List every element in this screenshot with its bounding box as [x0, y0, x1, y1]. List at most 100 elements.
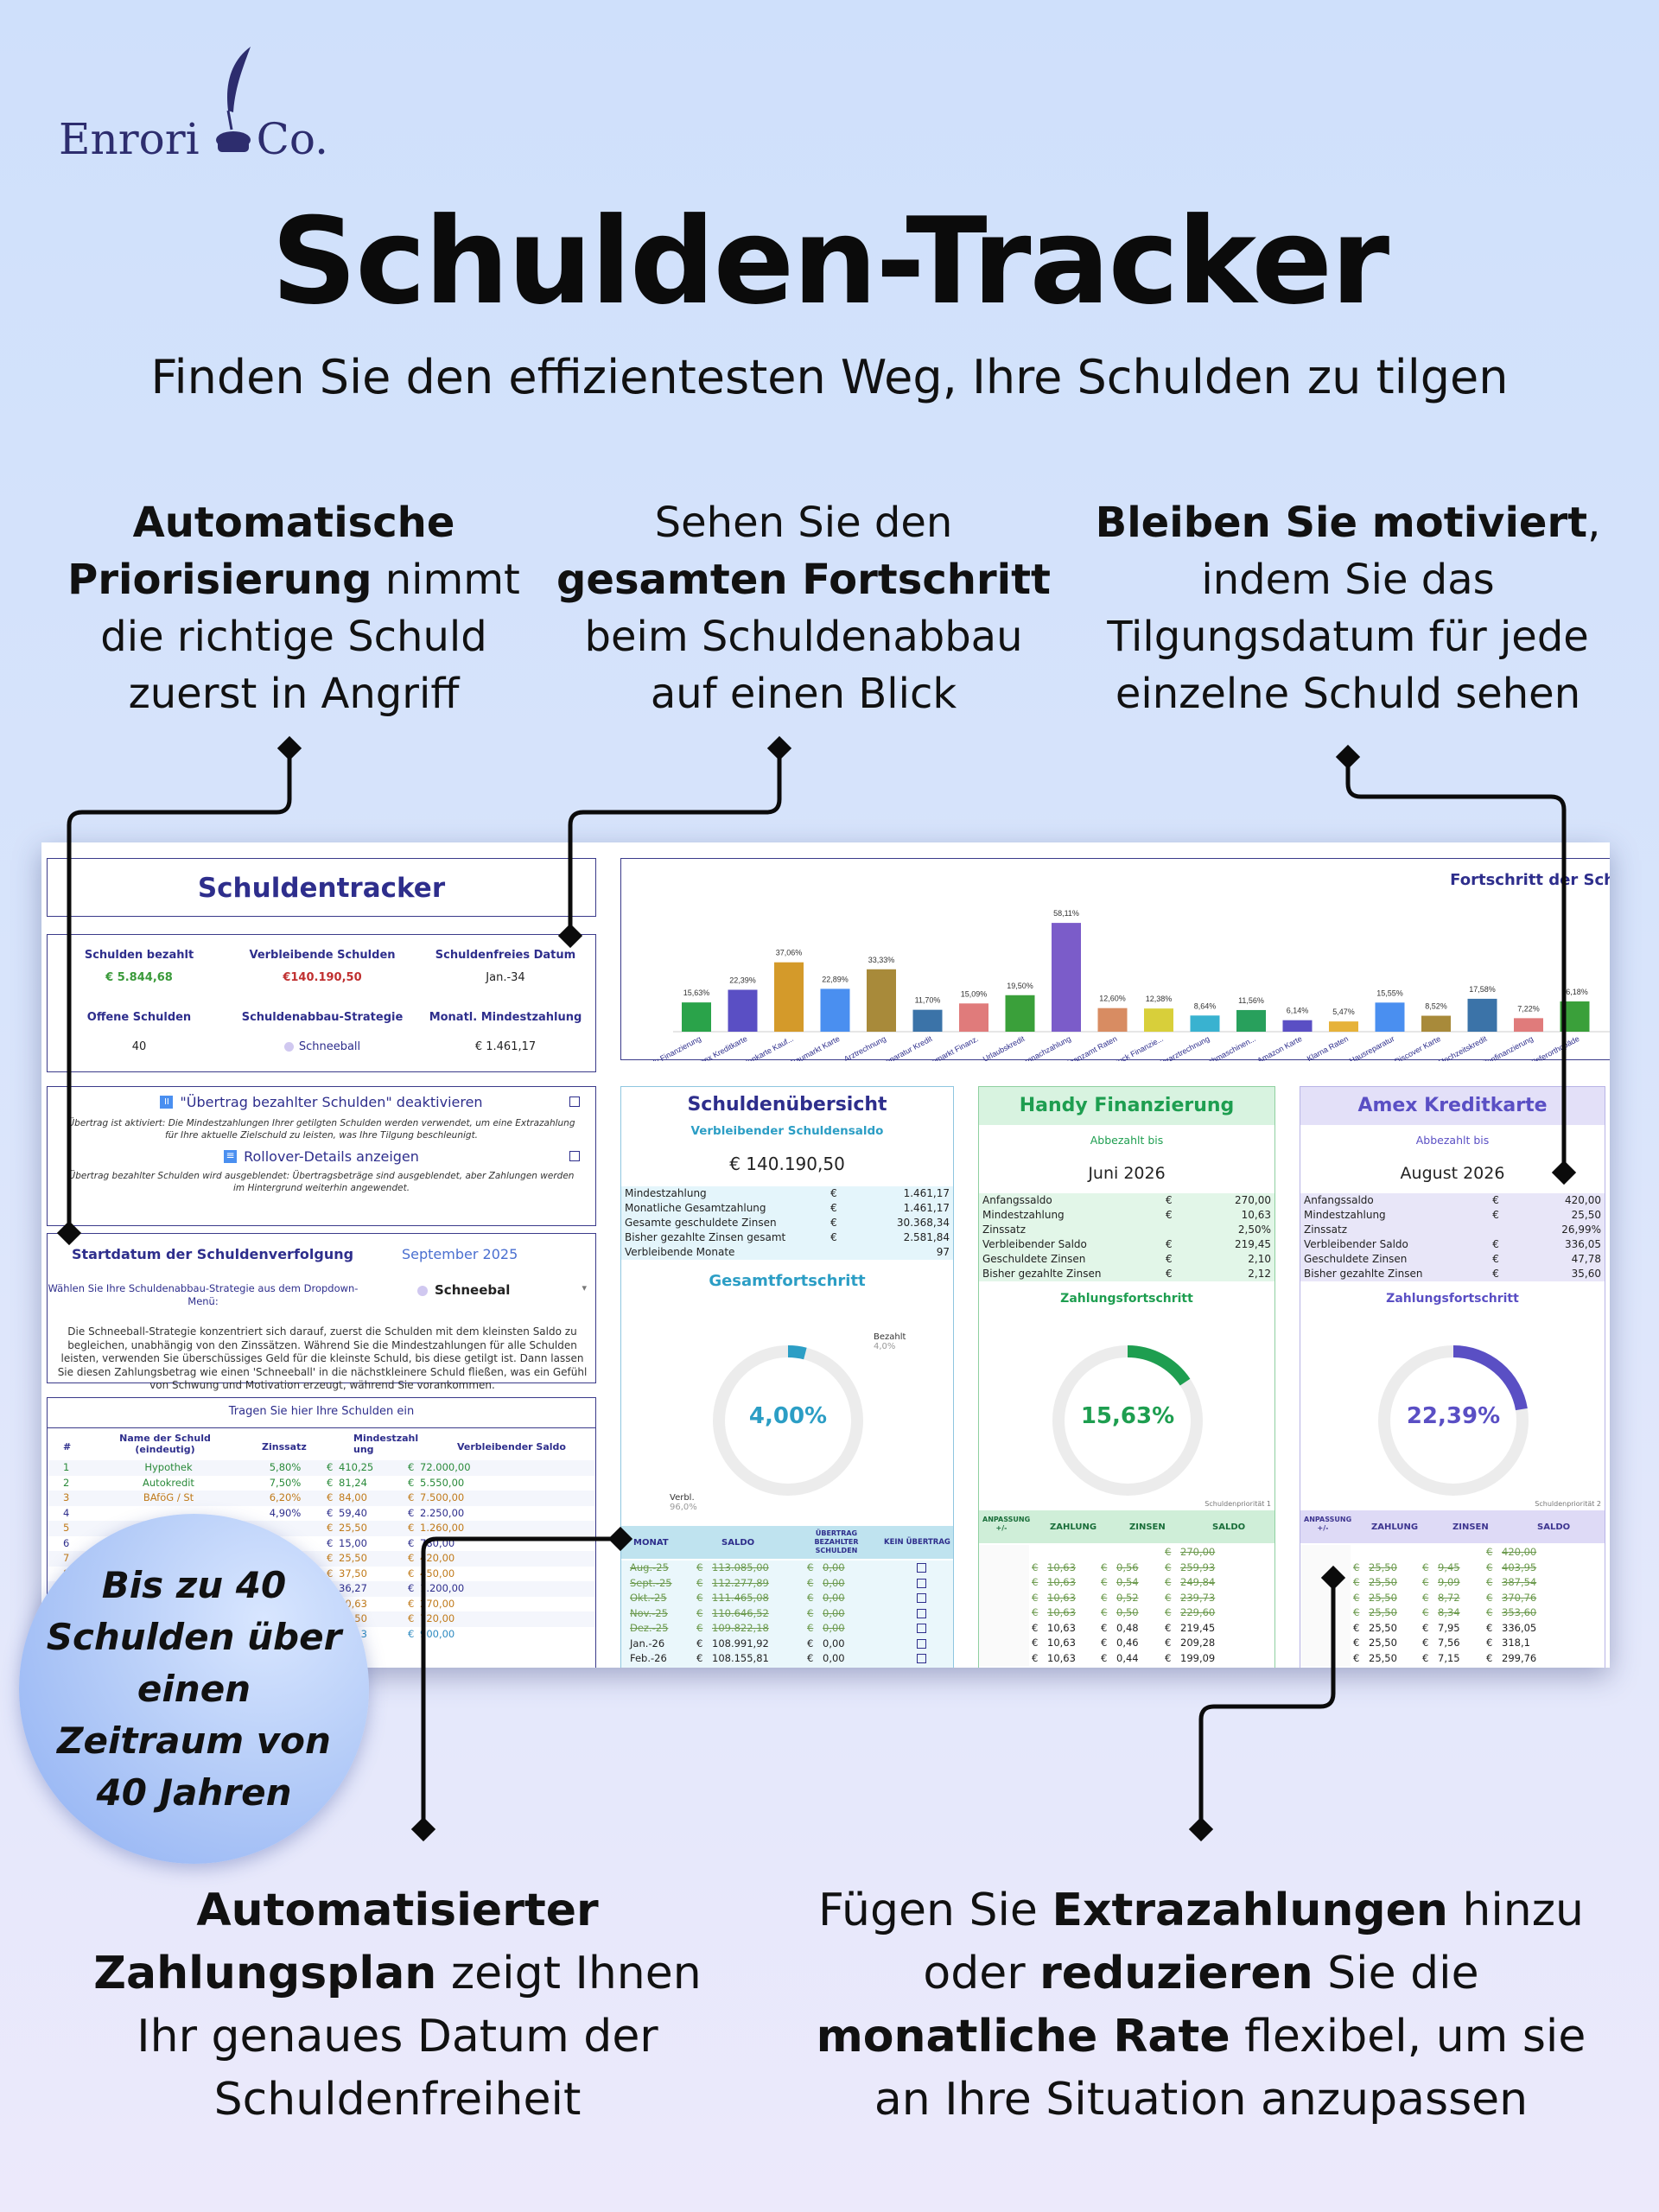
rollover-toggle-label: "Übertrag bezahlter Schulden" deaktivier… [180, 1094, 483, 1110]
schedule-cell [979, 1650, 1029, 1666]
schedule-cell: 25,50 [1369, 1606, 1397, 1618]
schedule-cell: 25,50 [1369, 1591, 1397, 1604]
schedule-cell: € [1353, 1621, 1360, 1634]
rollover-toggle-row[interactable]: II "Übertrag bezahlter Schulden" deaktiv… [63, 1094, 580, 1110]
start-label: Startdatum der Schuldenverfolgung [72, 1246, 354, 1262]
no-rollover-checkbox[interactable] [916, 1654, 926, 1663]
no-rollover-checkbox[interactable] [916, 1563, 926, 1573]
chart-bar [728, 989, 758, 1032]
stat-cell [1162, 1223, 1185, 1237]
rollover-checkbox[interactable] [569, 1096, 580, 1107]
schedule-cell: 113.085,00 [712, 1561, 769, 1573]
chart-bar [867, 969, 896, 1032]
overview-progress-value: 4,00% [748, 1403, 828, 1429]
chart-bar [1005, 995, 1035, 1032]
chart-data-label: 33,33% [868, 956, 895, 964]
schedule-cell: 249,84 [1180, 1576, 1216, 1588]
schedule-cell: € [1486, 1637, 1493, 1649]
debt-cell: 3 [63, 1491, 70, 1503]
overview-panel: Schuldenübersicht Verbleibender Schulden… [620, 1086, 954, 1668]
start-date-value[interactable]: September 2025 [402, 1246, 518, 1262]
progress-bar-chart: 15,63%22,39%37,06%22,89%33,33%11,70%15,0… [637, 909, 1610, 1061]
strategy-dropdown[interactable]: Schneebal▾ [417, 1282, 590, 1298]
debt-cell: 6 [63, 1536, 70, 1549]
stat-cell: 1.461,17 [903, 1187, 950, 1199]
paid-value: € 5.844,68 [105, 971, 173, 984]
schedule-cell: 270,00 [1180, 1546, 1216, 1558]
schedule-cell: 259,93 [1180, 1560, 1216, 1573]
schedule-cell: € [1353, 1637, 1360, 1649]
schedule-cell: Jan.-26 [630, 1637, 665, 1649]
schedule-cell: Aug.-25 [630, 1561, 669, 1573]
no-rollover-checkbox[interactable] [916, 1608, 926, 1618]
schedule-cell: 108.155,81 [712, 1652, 769, 1664]
no-rollover-checkbox[interactable] [916, 1638, 926, 1649]
stat-cell: 2,12 [1248, 1268, 1271, 1280]
chart-category-label: Kieferorthopäde [1528, 1034, 1580, 1061]
chart-bar [1052, 923, 1081, 1032]
schedule-cell: 8,72 [1438, 1591, 1460, 1604]
card2-title: Amex Kreditkarte [1300, 1087, 1605, 1125]
schedule-cell [1300, 1560, 1351, 1575]
stat-cell: 420,00 [1565, 1194, 1601, 1206]
card1-schedule-header: ANPASSUNG +/- ZAHLUNG ZINSEN SALDO [979, 1510, 1274, 1543]
schedule-cell [1420, 1545, 1435, 1560]
debt-cell: 780,00 [420, 1536, 455, 1549]
chart-bar [1097, 1007, 1128, 1032]
chart-category-label: Hausreparatur [1348, 1034, 1395, 1061]
overview-balance-value: € 140.190,50 [729, 1154, 845, 1174]
schedule-cell: € [696, 1561, 703, 1573]
stat-cell: Geschuldete Zinsen [1304, 1253, 1408, 1265]
schedule-cell [889, 1651, 953, 1667]
no-rollover-checkbox[interactable] [916, 1578, 926, 1588]
schedule-cell [889, 1621, 953, 1637]
donut-progress-arc [1378, 1345, 1529, 1496]
schedule-cell: 336,05 [1502, 1621, 1537, 1634]
donut-progress-arc [713, 1345, 863, 1496]
stat-cell: Bisher gezahlte Zinsen gesamt [625, 1231, 786, 1243]
schedule-cell: € [696, 1576, 703, 1589]
stat-row: Mindestzahlung€1.461,17 [621, 1186, 953, 1201]
chart-bar [682, 1002, 711, 1032]
remaining-value: €140.190,50 [283, 971, 362, 984]
schedule-cell [1300, 1620, 1351, 1636]
schedule-cell: € [1486, 1576, 1493, 1588]
stat-cell: Mindestzahlung [1304, 1209, 1386, 1221]
chart-bar [774, 962, 804, 1032]
no-rollover-checkbox[interactable] [916, 1624, 926, 1633]
stat-cell: 35,60 [1571, 1268, 1601, 1280]
details-checkbox[interactable] [569, 1151, 580, 1161]
schedule-cell: 25,50 [1369, 1621, 1397, 1634]
debt-cell: 37,50 [339, 1567, 367, 1580]
stat-cell: 26,99% [1561, 1224, 1601, 1236]
stat-cell: 336,05 [1565, 1238, 1601, 1250]
free-date-value: Jan.-34 [486, 971, 525, 984]
card1-progress-value: 15,63% [1080, 1403, 1175, 1429]
chart-data-label: 19,50% [1007, 982, 1033, 990]
schedule-cell [1300, 1545, 1351, 1560]
schedule-cell: € [1101, 1606, 1108, 1618]
schedule-row: €25,50€9,09€387,54 [1300, 1575, 1605, 1591]
debt-cell: 72.000,00 [420, 1461, 471, 1473]
debt-cell: Autokredit [143, 1476, 194, 1489]
schedule-cell [1300, 1650, 1351, 1666]
donut-progress-arc [1052, 1345, 1203, 1496]
schedule-cell: 10,63 [1047, 1591, 1076, 1604]
schedule-row: €10,63€0,50€229,60 [979, 1605, 1274, 1621]
schedule-cell: € [696, 1622, 703, 1634]
debt-cell: € [408, 1522, 415, 1534]
schedule-cell: 0,46 [1116, 1637, 1139, 1649]
debt-cell: € [327, 1552, 334, 1564]
stat-cell: 47,78 [1571, 1253, 1601, 1265]
details-toggle-row[interactable]: ≡ Rollover-Details anzeigen [63, 1148, 580, 1165]
schedule-cell [889, 1637, 953, 1652]
no-rollover-checkbox[interactable] [916, 1593, 926, 1603]
stat-cell: € [1492, 1253, 1499, 1265]
schedule-cell: € [1353, 1560, 1360, 1573]
